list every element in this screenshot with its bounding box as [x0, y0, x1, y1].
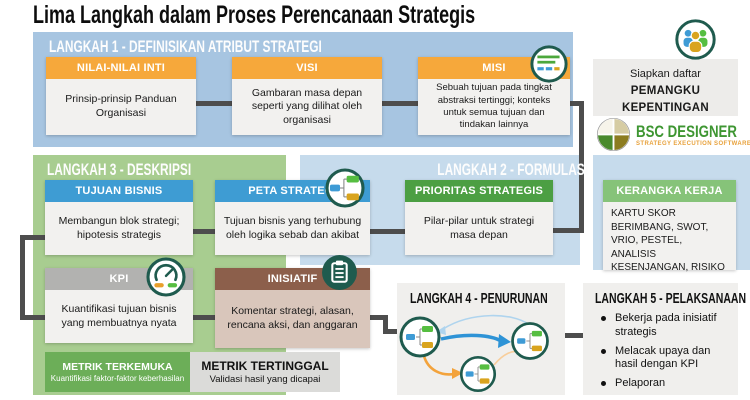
card-kerangka-kerja: KERANGKA KERJA KARTU SKOR BERIMBANG, SWO… [603, 180, 736, 273]
langkah4-header: LANGKAH 4 - PENURUNAN [410, 290, 548, 307]
bsc-logo-mark [596, 117, 631, 152]
card-tujuan-title: TUJUAN BISNIS [45, 180, 193, 202]
connector-langkah4-langkah5 [565, 333, 583, 338]
card-kpi-body: Kuantifikasi tujuan bisnis yang membuatn… [45, 290, 193, 343]
card-nilai-nilai-inti: NILAI-NILAI INTI Prinsip-prinsip Panduan… [46, 57, 196, 135]
stakeholder-line3: KEPENTINGAN [621, 101, 709, 114]
list-item: Bekerja pada inisiatif strategis [599, 312, 731, 340]
connector-tujuan-kpi-c [20, 315, 45, 320]
card-nilai-title: NILAI-NILAI INTI [46, 57, 196, 79]
stakeholder-note: Siapkan daftar PEMANGKU KEPENTINGAN [593, 59, 738, 116]
clipboard-icon [321, 254, 358, 291]
metric-terkemuka-title: METRIK TERKEMUKA [62, 360, 173, 373]
langkah2-header: LANGKAH 2 - FORMULASI [437, 160, 589, 179]
page-title: Lima Langkah dalam Proses Perencanaan St… [33, 1, 476, 29]
people-group-icon [675, 19, 716, 60]
card-kerangka-title: KERANGKA KERJA [603, 180, 736, 202]
bsc-designer-logo: BSC DESIGNER STRATEGY EXECUTION SOFTWARE [595, 116, 750, 153]
bullet-text: Pelaporan [615, 377, 666, 389]
connector-kpi-inisiatif [193, 315, 215, 320]
list-item: Pelaporan [599, 377, 731, 391]
stakeholder-line1: Siapkan daftar [630, 68, 701, 80]
metric-tertinggal-subtitle: Validasi hasil yang dicapai [209, 373, 321, 385]
langkah5-header: LANGKAH 5 - PELAKSANAAN [595, 290, 747, 307]
connector-tujuan-kpi-a [20, 235, 45, 240]
connector-nilai-visi [196, 101, 232, 106]
card-visi-body: Gambaran masa depan seperti yang dilihat… [232, 79, 382, 135]
card-visi: VISI Gambaran masa depan seperti yang di… [232, 57, 382, 135]
connector-inisiatif-langkah4-c [383, 329, 397, 334]
list-item: Melacak upaya dan hasil dengan KPI [599, 345, 731, 373]
metric-tertinggal-title: METRIK TERTINGGAL [201, 358, 329, 373]
metric-tertinggal: METRIK TERTINGGAL Validasi hasil yang di… [190, 352, 340, 392]
metric-terkemuka: METRIK TERKEMUKA Kuantifikasi faktor-fak… [45, 352, 190, 392]
card-inisiatif-body: Komentar strategi, alasan, rencana aksi,… [215, 290, 370, 348]
card-prioritas-strategis: PRIORITAS STRATEGIS Pilar-pilar untuk st… [405, 180, 553, 255]
bullet-text: Bekerja pada inisiatif strategis [615, 312, 717, 338]
card-visi-title: VISI [232, 57, 382, 79]
card-nilai-body: Prinsip-prinsip Panduan Organisasi [46, 79, 196, 135]
logo-tagline: STRATEGY EXECUTION SOFTWARE [636, 140, 750, 147]
connector-misi-prioritas-c [553, 228, 584, 233]
card-prioritas-title: PRIORITAS STRATEGIS [405, 180, 553, 202]
card-misi-body: Sebuah tujuan pada tingkat abstraksi ter… [418, 79, 570, 135]
bullet-text: Melacak upaya dan hasil dengan KPI [615, 344, 711, 371]
stakeholder-line2: PEMANGKU [630, 84, 701, 97]
card-inisiatif: INISIATIF Komentar strategi, alasan, ren… [215, 268, 370, 348]
connector-misi-prioritas-b [579, 101, 584, 233]
logo-name: BSC DESIGNER [636, 121, 737, 141]
checklist-dashes-icon [530, 45, 568, 83]
connector-misi-prioritas-a [570, 101, 584, 106]
langkah5-bullet-list: Bekerja pada inisiatif strategis Melacak… [599, 312, 731, 391]
connector-visi-misi [382, 101, 418, 106]
langkah3-header: LANGKAH 3 - DESKRIPSI [47, 160, 192, 179]
connector-tujuan-kpi-b [20, 235, 25, 320]
panel-langkah5 [583, 283, 738, 395]
langkah1-header: LANGKAH 1 - DEFINISIKAN ATRIBUT STRATEGI [49, 37, 322, 56]
connector-inisiatif-langkah4-a [370, 315, 388, 320]
card-kerangka-body: KARTU SKOR BERIMBANG, SWOT, VRIO, PESTEL… [603, 202, 736, 273]
connector-tujuan-peta [193, 229, 215, 234]
card-misi: MISI Sebuah tujuan pada tingkat abstraks… [418, 57, 570, 135]
connector-inisiatif-langkah4-b [383, 315, 388, 334]
card-tujuan-bisnis: TUJUAN BISNIS Membangun blok strategi; h… [45, 180, 193, 255]
cascade-diagram [397, 283, 565, 395]
card-prioritas-body: Pilar-pilar untuk strategi masa depan [405, 202, 553, 255]
card-peta-body: Tujuan bisnis yang terhubung oleh logika… [215, 202, 370, 255]
card-tujuan-body: Membangun blok strategi; hipotesis strat… [45, 202, 193, 255]
gauge-icon [146, 257, 186, 297]
connector-peta-prioritas [370, 229, 405, 234]
metric-terkemuka-subtitle: Kuantifikasi faktor-faktor keberhasilan [50, 373, 185, 383]
strategy-map-icon [325, 168, 365, 208]
